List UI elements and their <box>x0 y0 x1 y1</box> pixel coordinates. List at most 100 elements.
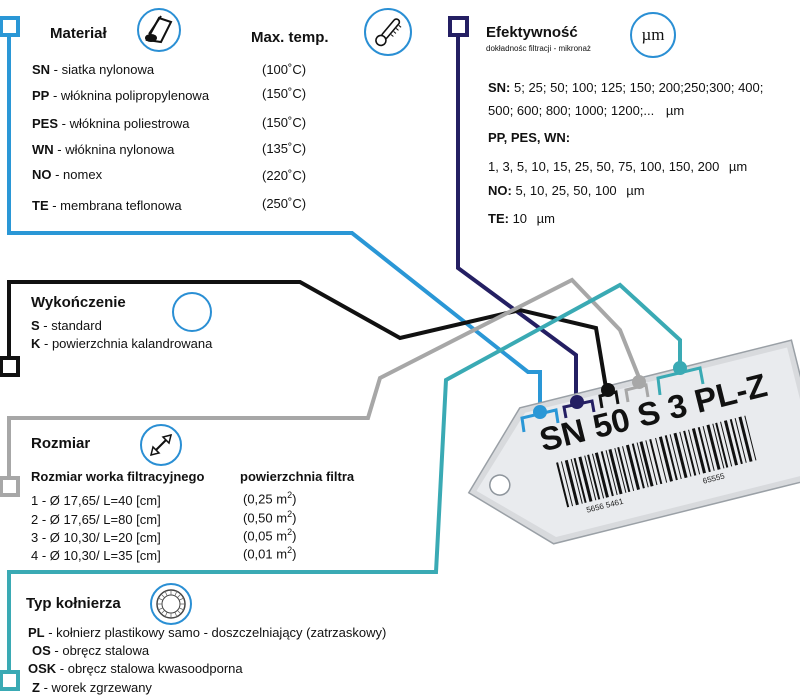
efficiency-no-code: NO: <box>488 183 512 198</box>
product-tag: SN 50 S 3 PL-Z 5656 5461 65555 <box>467 339 800 545</box>
efficiency-sn-line2: 500; 600; 800; 1000; 1200;... µm <box>488 103 684 118</box>
efficiency-te-values: 10 <box>508 211 528 226</box>
efficiency-sn-code: SN: <box>488 80 511 95</box>
size-label: 1 - Ø 17,65/ L=40 [cm] <box>31 493 161 508</box>
size-area: (0,25 m2) <box>243 490 296 506</box>
size-area-sup: 2 <box>287 509 293 519</box>
material-temp: (135˚C) <box>262 141 307 156</box>
material-desc: - włóknina polipropylenowa <box>49 88 210 103</box>
efficiency-heading: Efektywność <box>486 24 578 41</box>
material-terminal <box>0 16 20 37</box>
finish-connector <box>7 280 608 389</box>
finish-bracket <box>598 383 620 409</box>
size-terminal <box>0 476 20 497</box>
material-desc: - siatka nylonowa <box>50 62 155 77</box>
unit-label: µm <box>536 211 555 226</box>
material-code: PES <box>32 116 59 131</box>
finish-terminal <box>0 356 20 377</box>
material-desc: - nomex <box>51 167 103 182</box>
material-bracket <box>520 405 560 433</box>
efficiency-sn-values: 5; 25; 50; 100; 125; 150; 200;250;300; 4… <box>510 80 764 95</box>
finish-code: S <box>31 318 40 333</box>
efficiency-pp-label: PP, PES, WN: <box>488 130 571 145</box>
efficiency-sn-values2: 500; 600; 800; 1000; 1200;... <box>488 103 655 118</box>
efficiency-no-values: 5, 10, 25, 50, 100 <box>511 183 617 198</box>
size-bracket <box>624 375 650 403</box>
material-code: WN <box>32 142 54 157</box>
material-heading: Materiał <box>50 25 107 42</box>
size-col1-heading: Rozmiar worka filtracyjnego <box>31 469 205 484</box>
felt-roll-icon <box>137 8 181 52</box>
size-area-value: (0,05 m <box>243 528 288 544</box>
material-desc: - włóknina nylonowa <box>53 142 175 157</box>
collar-desc: - obręcz stalowa kwasoodporna <box>56 661 243 676</box>
material-desc: - włóknina poliestrowa <box>58 116 190 131</box>
size-area-close: ) <box>292 546 297 562</box>
size-heading: Rozmiar <box>31 435 91 452</box>
size-area-value: (0,50 m <box>243 510 288 526</box>
collar-heading: Typ kołnierza <box>26 595 121 612</box>
material-temp: (100˚C) <box>262 62 307 77</box>
size-label: 4 - Ø 10,30/ L=35 [cm] <box>31 548 161 563</box>
efficiency-terminal <box>448 16 469 37</box>
efficiency-sn-line1: SN: 5; 25; 50; 100; 125; 150; 200;250;30… <box>488 80 763 95</box>
material-connector <box>7 20 542 410</box>
material-code: PP <box>32 88 50 103</box>
efficiency-te-code: TE: <box>488 211 509 226</box>
material-row: NO - nomex <box>32 167 102 182</box>
diagonal-arrow-icon <box>140 424 182 466</box>
size-area-close: ) <box>292 528 297 544</box>
material-row: SN - siatka nylonowa <box>32 62 154 77</box>
efficiency-no-row: NO: 5, 10, 25, 50, 100 µm <box>488 183 645 198</box>
size-area: (0,01 m2) <box>243 545 296 561</box>
thermometer-icon <box>364 8 412 56</box>
finish-row: S - standard <box>31 318 102 333</box>
efficiency-pp-values: 1, 3, 5, 10, 15, 25, 50, 75, 100, 150, 2… <box>488 159 720 174</box>
size-area-close: ) <box>292 510 297 526</box>
collar-code: OS <box>32 643 51 658</box>
finish-circle-icon <box>172 292 212 332</box>
collar-row: Z - worek zgrzewany <box>32 680 152 695</box>
barcode <box>556 415 757 508</box>
efficiency-subheading: dokładnośc filtracji - mikronaż <box>486 44 591 53</box>
ring-icon <box>150 583 192 625</box>
efficiency-bracket <box>562 395 596 419</box>
unit-label: µm <box>626 183 645 198</box>
finish-desc: - standard <box>39 318 102 333</box>
size-area-value: (0,01 m <box>243 546 288 562</box>
material-temp: (220˚C) <box>262 168 307 183</box>
size-col2-heading: powierzchnia filtra <box>240 469 355 484</box>
collar-row: OSK - obręcz stalowa kwasoodporna <box>28 661 243 676</box>
material-temp: (250˚C) <box>262 196 307 211</box>
size-area-value: (0,25 m <box>243 491 288 507</box>
size-label: 2 - Ø 17,65/ L=80 [cm] <box>31 512 161 527</box>
efficiency-pp-values-row: 1, 3, 5, 10, 15, 25, 50, 75, 100, 150, 2… <box>488 159 747 174</box>
size-area: (0,05 m2) <box>243 527 296 543</box>
size-area-sup: 2 <box>287 545 293 555</box>
collar-row: OS - obręcz stalowa <box>32 643 149 658</box>
size-area-close: ) <box>292 491 297 507</box>
material-desc: - membrana teflonowa <box>48 198 182 213</box>
efficiency-te-row: TE: 10 µm <box>488 211 555 226</box>
finish-desc: - powierzchnia kalandrowana <box>40 336 213 351</box>
collar-desc: - obręcz stalowa <box>50 643 150 658</box>
size-area-sup: 2 <box>287 527 293 537</box>
size-label: 3 - Ø 10,30/ L=20 [cm] <box>31 530 161 545</box>
finish-heading: Wykończenie <box>31 294 126 311</box>
collar-row: PL - kołnierz plastikowy samo - doszczel… <box>28 625 386 640</box>
collar-code: PL <box>28 625 45 640</box>
size-connector <box>7 277 642 480</box>
tag-hole <box>489 474 511 496</box>
material-code: NO <box>32 167 52 182</box>
finish-row: K - powierzchnia kalandrowana <box>31 336 212 351</box>
material-temp: (150˚C) <box>262 115 307 130</box>
collar-desc: - worek zgrzewany <box>39 680 152 695</box>
material-code: SN <box>32 62 51 77</box>
material-row: TE - membrana teflonowa <box>32 198 182 213</box>
unit-label: µm <box>728 159 748 174</box>
collar-code: OSK <box>28 661 57 676</box>
micrometer-icon: µm <box>630 12 676 58</box>
collar-code: Z <box>32 680 40 695</box>
temp-heading: Max. temp. <box>251 29 329 46</box>
